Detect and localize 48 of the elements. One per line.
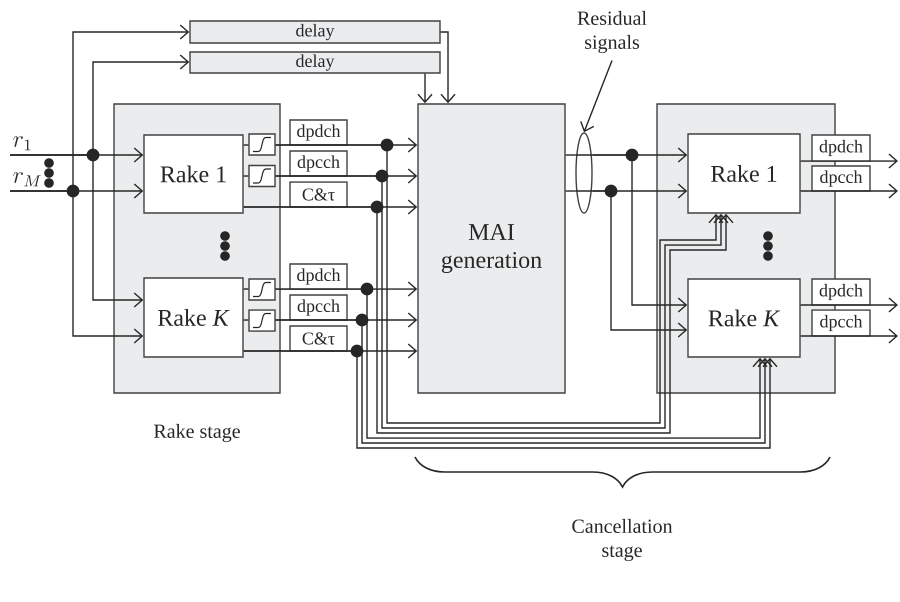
- arrow: [440, 31, 456, 104]
- arrow: [10, 54, 190, 156]
- connector-line: [244, 175, 248, 177]
- stage-label: Cancellation stage: [572, 518, 672, 562]
- input-label: $r_1$: [13, 136, 30, 150]
- signal-label-box: C&τ: [289, 181, 348, 208]
- arrow: [10, 24, 190, 192]
- connector-line: [244, 319, 248, 321]
- leader-arrow: [580, 60, 613, 132]
- signal-label-box: dpdch: [811, 134, 871, 162]
- limiter-box: [248, 309, 276, 332]
- arrow: [417, 74, 433, 104]
- limiter-box: [248, 278, 276, 301]
- generator-box: MAI generation: [417, 103, 566, 394]
- rake-box: Rake K: [143, 277, 244, 358]
- arrow: [592, 190, 688, 338]
- rake-box: Rake 1: [143, 134, 244, 214]
- callout-text: Residual signals: [578, 10, 647, 54]
- limiter-box: [248, 164, 276, 188]
- bundle-ellipse: [574, 132, 594, 214]
- arrow: [276, 288, 768, 439]
- arrow: [244, 206, 734, 434]
- rake-box: Rake K: [687, 278, 801, 358]
- limiter-box: [248, 133, 276, 156]
- input-label: $r_M$: [13, 172, 41, 186]
- arrow: [800, 328, 898, 344]
- delay-box: delay: [189, 20, 441, 44]
- arrow: [592, 154, 688, 313]
- signal-label-box: dpcch: [289, 150, 348, 177]
- connector-line: [566, 154, 576, 156]
- arrow: [800, 183, 898, 199]
- signal-label-box: dpdch: [811, 278, 871, 306]
- signal-label-box: dpdch: [289, 119, 348, 146]
- arrow: [244, 350, 778, 449]
- stage-label: Rake stage: [154, 424, 240, 442]
- connector-line: [244, 288, 248, 290]
- signal-label-box: dpcch: [289, 294, 348, 321]
- delay-box: delay: [189, 51, 441, 74]
- signal-label-box: C&τ: [289, 325, 348, 352]
- connector-line: [566, 190, 576, 192]
- rake-box: Rake 1: [687, 133, 801, 214]
- signal-label-box: dpdch: [289, 263, 348, 290]
- signal-label-box: dpcch: [811, 165, 871, 192]
- connector-line: [244, 144, 248, 146]
- arrow: [276, 319, 773, 444]
- signal-label-box: dpcch: [811, 309, 871, 337]
- arrow: [800, 297, 898, 313]
- arrow: [800, 153, 898, 169]
